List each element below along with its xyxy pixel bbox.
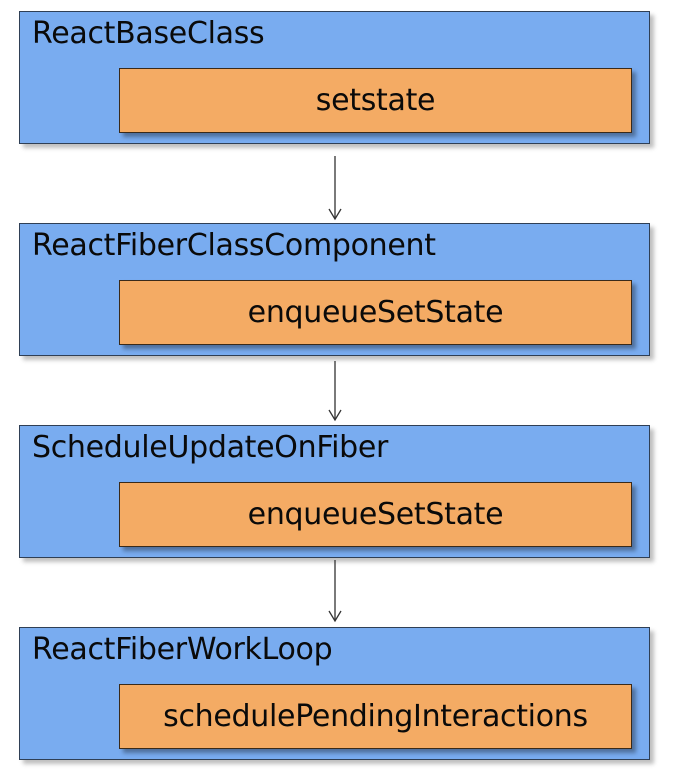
node-method-label: setstate	[315, 83, 436, 118]
node-react-fiber-class-component: ReactFiberClassComponent enqueueSetState	[19, 223, 650, 356]
node-react-base-class: ReactBaseClass setstate	[19, 11, 650, 144]
node-method-label: enqueueSetState	[247, 295, 504, 330]
node-title: ReactFiberWorkLoop	[32, 632, 333, 667]
node-title: ReactFiberClassComponent	[32, 228, 436, 263]
node-method-box: enqueueSetState	[119, 482, 632, 547]
node-title: ScheduleUpdateOnFiber	[32, 430, 389, 465]
node-method-box: enqueueSetState	[119, 280, 632, 345]
node-schedule-update-on-fiber: ScheduleUpdateOnFiber enqueueSetState	[19, 425, 650, 558]
node-method-box: setstate	[119, 68, 632, 133]
node-method-label: enqueueSetState	[247, 497, 504, 532]
node-method-box: schedulePendingInteractions	[119, 684, 632, 749]
node-method-label: schedulePendingInteractions	[163, 699, 588, 734]
node-title: ReactBaseClass	[32, 16, 265, 51]
down-arrow	[326, 156, 344, 222]
node-react-fiber-work-loop: ReactFiberWorkLoop schedulePendingIntera…	[19, 627, 650, 760]
down-arrow	[326, 560, 344, 624]
down-arrow	[326, 361, 344, 423]
